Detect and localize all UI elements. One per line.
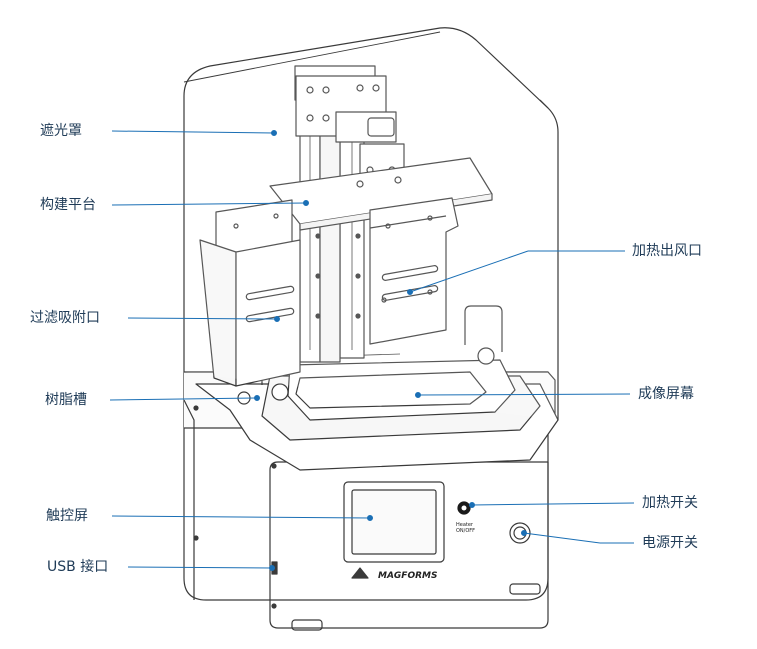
callout-heating-switch: 加热开关 bbox=[642, 495, 698, 511]
leader-usb-port bbox=[127, 565, 275, 571]
leader-filter-vent bbox=[127, 316, 280, 322]
leader-touchscreen bbox=[111, 515, 373, 521]
leader-build-platform bbox=[111, 200, 309, 206]
callout-resin-vat: 树脂槽 bbox=[45, 392, 87, 408]
callout-build-platform: 构建平台 bbox=[40, 197, 96, 213]
callout-imaging-screen: 成像屏幕 bbox=[638, 386, 694, 402]
front-panel bbox=[343, 481, 531, 579]
leader-power-switch bbox=[521, 530, 634, 544]
z-axis-column bbox=[294, 65, 405, 363]
vat-tray bbox=[195, 305, 559, 471]
heater-label-line2: ON/OFF bbox=[456, 528, 475, 534]
callout-power-switch: 电源开关 bbox=[642, 535, 698, 551]
leader-imaging-screen bbox=[415, 392, 631, 398]
left-filter-box bbox=[199, 199, 301, 387]
callout-filter-vent: 过滤吸附口 bbox=[30, 310, 100, 326]
heater-label-line1: Heater bbox=[456, 522, 474, 528]
callout-light-cover: 遮光罩 bbox=[40, 123, 82, 139]
callout-usb-port: USB 接口 bbox=[47, 559, 109, 575]
right-filter-box bbox=[369, 197, 459, 345]
brand-logo-text: MAGFORMS bbox=[378, 571, 437, 581]
leader-light-cover bbox=[111, 130, 277, 136]
light-cover bbox=[183, 27, 559, 420]
callout-touchscreen: 触控屏 bbox=[46, 508, 88, 524]
leader-resin-vat bbox=[109, 395, 260, 401]
callout-heating-outlet: 加热出风口 bbox=[632, 243, 702, 259]
leader-heating-outlet bbox=[407, 250, 625, 295]
leader-heating-switch bbox=[469, 502, 635, 508]
